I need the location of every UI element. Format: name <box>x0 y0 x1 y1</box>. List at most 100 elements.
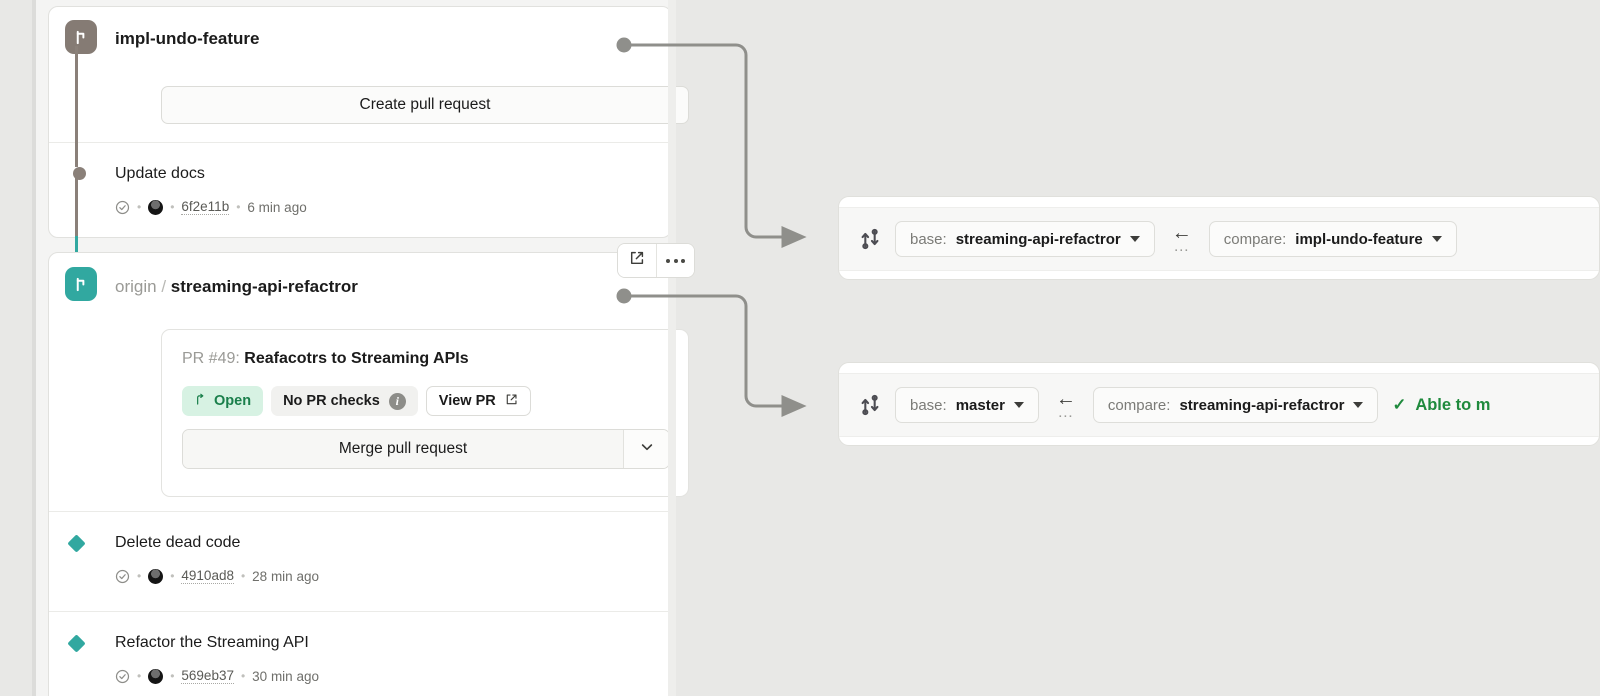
meta-separator: • <box>137 200 142 214</box>
pr-checks-badge: No PR checks i <box>271 386 418 416</box>
branch-rail <box>75 172 78 244</box>
commit-sha-link[interactable]: 6f2e11b <box>181 199 230 215</box>
swap-branches-button[interactable]: ← … <box>1169 222 1195 255</box>
commit-sha-link[interactable]: 569eb37 <box>181 668 234 684</box>
base-branch-dropdown[interactable]: base: master <box>895 387 1039 423</box>
commit-meta: • • 569eb37 • 30 min ago <box>115 668 319 684</box>
compare-branch-dropdown[interactable]: compare: impl-undo-feature <box>1208 221 1457 257</box>
meta-separator: • <box>240 569 246 583</box>
info-icon[interactable]: i <box>388 392 406 410</box>
arrow-left-icon: ← <box>1055 388 1076 410</box>
branch-card-impl-undo-feature[interactable]: impl-undo-feature Create pull request Up… <box>48 6 689 238</box>
base-prefix-label: base: <box>910 230 947 248</box>
commit-meta: • • 4910ad8 • 28 min ago <box>115 568 319 584</box>
commit-timestamp: 30 min ago <box>252 668 319 684</box>
left-gutter-divider <box>32 0 36 696</box>
branch-remote-separator: / <box>161 277 167 296</box>
more-options-button[interactable] <box>656 244 694 277</box>
commit-title: Update docs <box>115 165 205 182</box>
pull-request-status-row: Open No PR checks i View PR <box>182 386 531 416</box>
base-branch-dropdown[interactable]: base: streaming-api-refactror <box>895 221 1155 257</box>
compare-toolbar: base: master ← … compare: streaming-api-… <box>839 373 1599 437</box>
meta-separator: • <box>137 669 142 683</box>
commit-timestamp: 28 min ago <box>252 568 319 584</box>
base-branch-value: master <box>955 396 1005 414</box>
avatar <box>148 199 164 215</box>
compare-card-impl-undo-feature[interactable]: base: streaming-api-refactror ← … compar… <box>838 196 1600 280</box>
panel-right-edge <box>668 0 676 696</box>
merge-status-label: Able to m <box>1415 395 1491 414</box>
base-prefix-label: base: <box>910 396 947 414</box>
ellipsis-icon: … <box>1057 404 1075 421</box>
compare-branch-value: impl-undo-feature <box>1295 230 1423 248</box>
avatar <box>148 668 164 684</box>
create-pull-request-button[interactable]: Create pull request <box>161 86 689 124</box>
pull-request-title: Reafacotrs to Streaming APIs <box>244 350 469 367</box>
check-circle-icon <box>115 200 130 215</box>
compare-branch-value: streaming-api-refactror <box>1179 396 1345 414</box>
check-circle-icon <box>115 669 130 684</box>
chevron-down-icon <box>639 439 655 460</box>
pull-request-heading: PR #49: Reafacotrs to Streaming APIs <box>182 350 469 368</box>
swap-branches-button[interactable]: ← … <box>1053 388 1079 421</box>
compare-card-streaming-api-refactror[interactable]: base: master ← … compare: streaming-api-… <box>838 362 1600 446</box>
base-branch-value: streaming-api-refactror <box>955 230 1121 248</box>
git-branch-icon <box>65 267 97 301</box>
commit-timestamp: 6 min ago <box>247 199 307 215</box>
external-link-icon <box>505 393 518 410</box>
meta-separator: • <box>240 669 246 683</box>
branch-remote: origin <box>115 277 157 296</box>
commit-title: Refactor the Streaming API <box>115 634 309 651</box>
chevron-down-icon <box>1431 236 1442 242</box>
view-pr-button[interactable]: View PR <box>425 386 531 416</box>
card-divider <box>49 511 671 512</box>
branch-card-streaming-api-refactror[interactable]: origin / streaming-api-refactror PR #49:… <box>48 252 689 696</box>
meta-separator: • <box>170 200 175 214</box>
branch-list-panel: impl-undo-feature Create pull request Up… <box>46 0 695 696</box>
meta-separator: • <box>170 569 175 583</box>
card-divider <box>49 611 671 612</box>
merge-status: ✓ Able to m <box>1392 395 1490 415</box>
merge-options-dropdown[interactable] <box>623 430 669 468</box>
merge-pull-request-button[interactable]: Merge pull request <box>183 430 623 468</box>
git-branch-icon <box>65 20 97 54</box>
pull-request-number: PR #49: <box>182 350 240 367</box>
meta-separator: • <box>236 200 241 214</box>
avatar <box>148 568 164 584</box>
pr-checks-label: No PR checks <box>283 393 380 409</box>
branch-rail <box>75 46 78 167</box>
view-pr-label: View PR <box>438 393 496 409</box>
compare-prefix-label: compare: <box>1107 396 1171 414</box>
external-link-icon <box>629 250 645 271</box>
check-circle-icon <box>115 569 130 584</box>
status-badge-open: Open <box>182 386 264 416</box>
branch-name-with-remote: origin / streaming-api-refactror <box>115 277 358 297</box>
merge-button-group: Merge pull request <box>182 429 670 469</box>
left-panel-edge <box>36 0 46 696</box>
open-external-button[interactable] <box>618 244 656 277</box>
chevron-down-icon <box>1353 402 1364 408</box>
card-divider <box>49 142 671 143</box>
compare-prefix-label: compare: <box>1223 230 1287 248</box>
meta-separator: • <box>137 569 142 583</box>
compare-arrows-icon <box>859 228 881 250</box>
compare-branch-dropdown[interactable]: compare: streaming-api-refactror <box>1092 387 1379 423</box>
meta-separator: • <box>170 669 175 683</box>
check-icon: ✓ <box>1392 396 1407 414</box>
branch-name: streaming-api-refactror <box>170 277 358 296</box>
left-gutter <box>0 0 32 696</box>
chevron-down-icon <box>1013 402 1024 408</box>
ellipsis-icon: … <box>1173 238 1191 255</box>
kebab-menu-icon <box>666 258 685 263</box>
arrow-left-icon: ← <box>1171 222 1192 244</box>
pull-request-icon <box>194 393 207 410</box>
commit-sha-link[interactable]: 4910ad8 <box>181 568 234 584</box>
status-badge-label: Open <box>214 393 252 409</box>
compare-arrows-icon <box>859 394 881 416</box>
pull-request-card: PR #49: Reafacotrs to Streaming APIs Ope… <box>161 329 689 497</box>
commit-meta: • • 6f2e11b • 6 min ago <box>115 199 307 215</box>
commit-title: Delete dead code <box>115 534 241 551</box>
compare-canvas <box>676 0 1600 696</box>
branch-name: impl-undo-feature <box>115 29 260 48</box>
